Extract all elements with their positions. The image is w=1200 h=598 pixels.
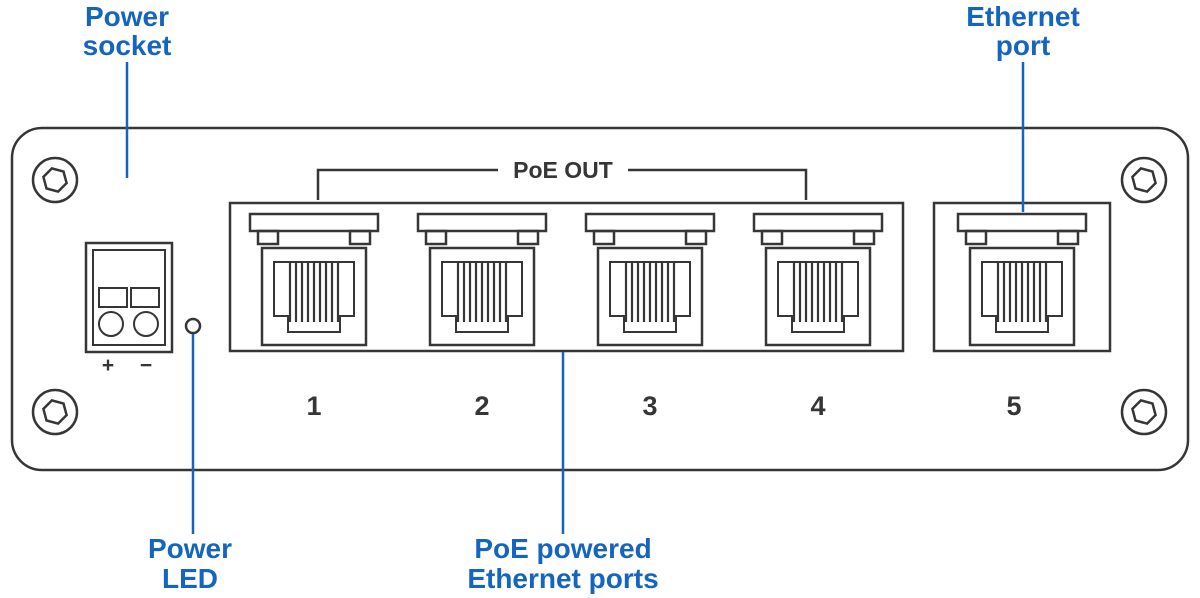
poe-out-bracket-right bbox=[628, 168, 808, 200]
poe-ports-label-line1: PoE powered bbox=[474, 533, 651, 564]
ethernet-port5-group bbox=[932, 201, 1112, 353]
poe-ports-outline bbox=[228, 201, 905, 353]
rj45-port-5 bbox=[956, 212, 1088, 347]
poe-port-group bbox=[228, 201, 905, 353]
rj45-port-1 bbox=[248, 212, 380, 347]
port-number-2: 2 bbox=[474, 391, 489, 421]
terminal-minus-label: − bbox=[140, 354, 152, 377]
terminal-plus-label: + bbox=[102, 354, 114, 377]
screw-top-right-icon bbox=[1120, 156, 1168, 204]
port-number-4: 4 bbox=[810, 391, 825, 421]
port-number-3: 3 bbox=[642, 391, 657, 421]
terminal-slot-left bbox=[98, 287, 128, 308]
poe-out-label: PoE OUT bbox=[513, 157, 613, 183]
poe-out-bracket-left bbox=[316, 168, 498, 200]
screw-top-left-icon bbox=[31, 156, 79, 204]
terminal-slot-right bbox=[130, 287, 160, 308]
terminal-screw-left bbox=[98, 311, 124, 337]
rj45-port-3 bbox=[584, 212, 716, 347]
poe-ports-label-line2: Ethernet ports bbox=[467, 563, 658, 594]
ethernet-port-label-line1: Ethernet bbox=[966, 1, 1080, 32]
power-socket: + − bbox=[84, 241, 174, 377]
power-socket-body bbox=[84, 241, 174, 354]
power-led-label-line2: LED bbox=[162, 563, 218, 594]
screw-bottom-right-icon bbox=[1120, 388, 1168, 436]
ethernet-port-label-line2: port bbox=[996, 30, 1050, 61]
power-led-label-line1: Power bbox=[148, 533, 232, 564]
rj45-port-4 bbox=[752, 212, 884, 347]
rj45-port-2 bbox=[416, 212, 548, 347]
power-led bbox=[184, 317, 202, 335]
poe-out-bracket: PoE OUT bbox=[316, 157, 808, 200]
port-number-1: 1 bbox=[306, 391, 321, 421]
screw-bottom-left-icon bbox=[31, 388, 79, 436]
port-number-5: 5 bbox=[1006, 391, 1021, 421]
terminal-screw-right bbox=[133, 311, 159, 337]
power-socket-label-line1: Power bbox=[85, 1, 169, 32]
power-socket-label-line2: socket bbox=[83, 30, 172, 61]
device-outline bbox=[10, 126, 1190, 472]
power-socket-inner bbox=[92, 249, 166, 346]
